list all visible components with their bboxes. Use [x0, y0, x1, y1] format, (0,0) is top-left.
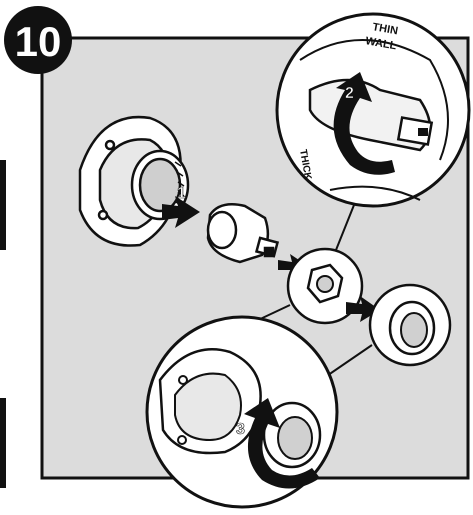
callout-number-2: 2 — [345, 85, 354, 102]
callout-number-1: 1 — [177, 185, 186, 202]
stem-detail-inset: THIN WALL THICK 2 — [277, 14, 469, 206]
page-mark-top — [0, 160, 6, 250]
page-mark-bottom — [0, 398, 6, 488]
ring-inset — [370, 285, 450, 365]
callout-number-3: 3 — [236, 421, 245, 438]
step-number: 10 — [15, 18, 62, 65]
step-badge: 10 — [4, 6, 72, 74]
ring-install-inset: 3 — [147, 317, 337, 507]
